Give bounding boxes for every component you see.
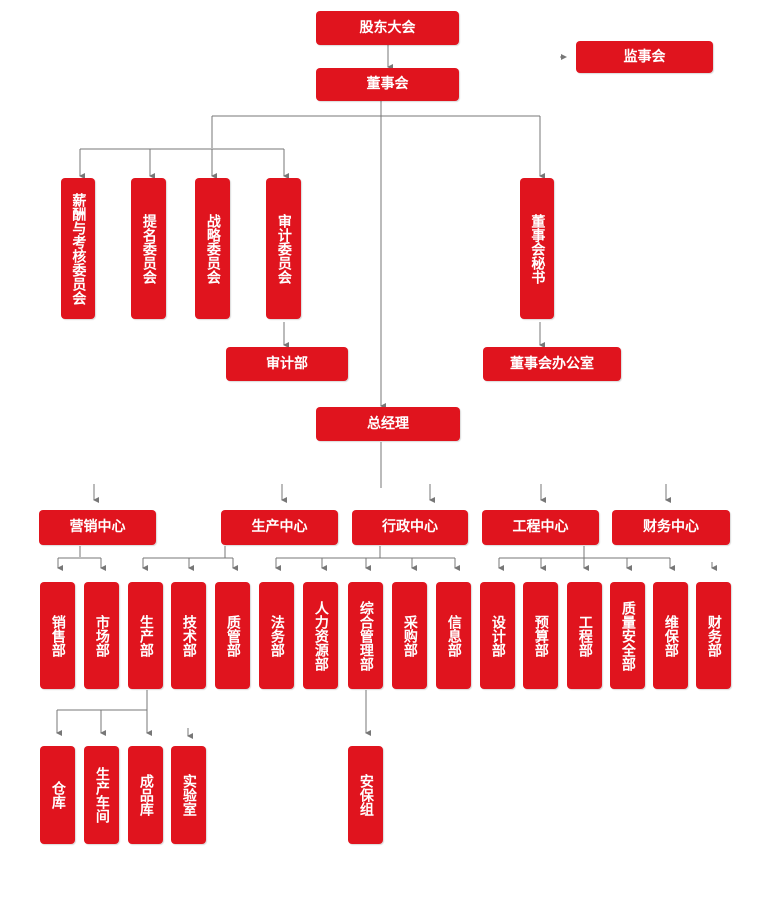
node-label: 战略委员会 <box>204 213 221 284</box>
node-comp-committee: 薪酬与考核委员会 <box>61 178 95 319</box>
node-board: 董事会 <box>316 68 459 101</box>
node-label: 安保组 <box>357 774 374 816</box>
node-board-secretary: 董事会秘书 <box>520 178 554 319</box>
node-audit-dept: 审计部 <box>226 347 348 381</box>
node-shareholders: 股东大会 <box>316 11 459 45</box>
node-label: 人力资源部 <box>312 600 329 671</box>
node-label: 法务部 <box>268 614 285 657</box>
node-nomination-committee: 提名委员会 <box>131 178 166 319</box>
node-label: 薪酬与考核委员会 <box>70 192 87 305</box>
node-label: 销售部 <box>49 614 66 657</box>
node-market-dept: 市场部 <box>84 582 119 689</box>
node-label: 行政中心 <box>382 519 438 536</box>
node-label: 成品库 <box>137 774 154 816</box>
node-marketing-center: 营销中心 <box>39 510 156 545</box>
node-sales-dept: 销售部 <box>40 582 75 689</box>
node-label: 设计部 <box>489 614 506 657</box>
node-security-team: 安保组 <box>348 746 383 844</box>
node-audit-committee: 审计委员会 <box>266 178 301 319</box>
node-purchasing-dept: 采购部 <box>392 582 427 689</box>
node-label: 质量安全部 <box>619 600 636 671</box>
node-admin-center: 行政中心 <box>352 510 468 545</box>
node-label: 审计部 <box>266 355 308 372</box>
node-laboratory: 实验室 <box>171 746 206 844</box>
node-label: 采购部 <box>401 614 418 657</box>
node-supervisors: 监事会 <box>576 41 713 73</box>
node-label: 财务中心 <box>643 519 699 536</box>
node-finance-dept: 财务部 <box>696 582 731 689</box>
node-quality-safety-dept: 质量安全部 <box>610 582 645 689</box>
node-general-mgmt-dept: 综合管理部 <box>348 582 383 689</box>
node-label: 综合管理部 <box>357 600 374 671</box>
node-finished-goods: 成品库 <box>128 746 163 844</box>
node-label: 董事会办公室 <box>510 355 594 372</box>
node-tech-dept: 技术部 <box>171 582 206 689</box>
node-finance-center: 财务中心 <box>612 510 730 545</box>
node-strategy-committee: 战略委员会 <box>195 178 230 319</box>
node-engineering-dept: 工程部 <box>567 582 602 689</box>
node-label: 技术部 <box>180 614 197 657</box>
node-qc-dept: 质管部 <box>215 582 250 689</box>
node-maintenance-dept: 维保部 <box>653 582 688 689</box>
node-label: 仓库 <box>49 781 66 809</box>
node-budget-dept: 预算部 <box>523 582 558 689</box>
node-label: 审计委员会 <box>275 213 292 284</box>
node-label: 股东大会 <box>359 19 416 36</box>
node-label: 财务部 <box>705 614 722 657</box>
node-label: 维保部 <box>662 614 679 657</box>
node-label: 工程部 <box>576 614 593 657</box>
node-label: 董事会秘书 <box>529 213 546 284</box>
node-label: 生产车间 <box>93 767 110 823</box>
node-engineering-center: 工程中心 <box>482 510 599 545</box>
node-production-dept: 生产部 <box>128 582 163 689</box>
node-general-manager: 总经理 <box>316 407 460 441</box>
node-label: 总经理 <box>367 415 409 432</box>
node-label: 工程中心 <box>512 519 569 536</box>
node-label: 实验室 <box>180 774 197 816</box>
node-board-office: 董事会办公室 <box>483 347 621 381</box>
node-label: 监事会 <box>623 48 666 65</box>
node-warehouse: 仓库 <box>40 746 75 844</box>
node-legal-dept: 法务部 <box>259 582 294 689</box>
node-production-center: 生产中心 <box>221 510 338 545</box>
node-label: 生产部 <box>137 614 154 657</box>
node-info-dept: 信息部 <box>436 582 471 689</box>
node-label: 预算部 <box>532 614 549 657</box>
node-label: 生产中心 <box>251 519 308 536</box>
node-workshop: 生产车间 <box>84 746 119 844</box>
node-label: 营销中心 <box>69 519 126 536</box>
node-label: 质管部 <box>224 614 241 657</box>
node-label: 市场部 <box>93 614 110 657</box>
node-label: 董事会 <box>366 76 409 93</box>
node-label: 信息部 <box>445 614 462 657</box>
node-design-dept: 设计部 <box>480 582 515 689</box>
node-hr-dept: 人力资源部 <box>303 582 338 689</box>
node-label: 提名委员会 <box>140 213 157 284</box>
